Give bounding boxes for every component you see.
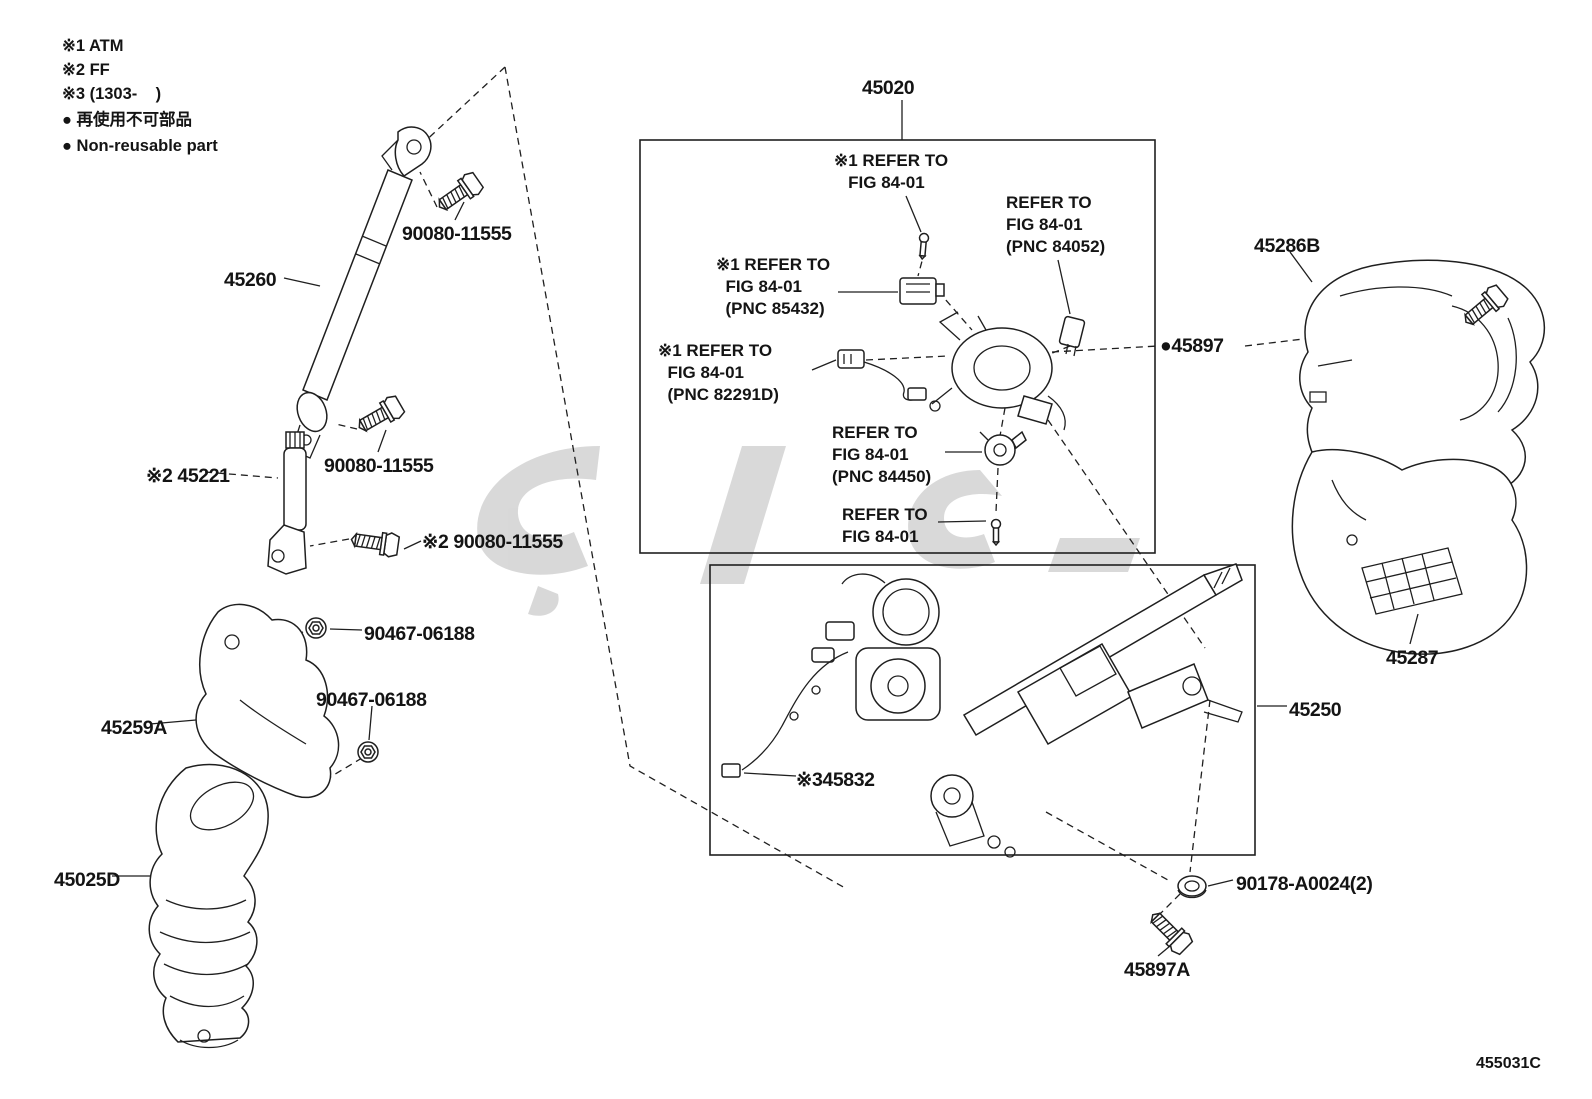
part-label-45897A: 45897A — [1124, 959, 1190, 981]
legend-item-atm: ※1 ATM — [62, 37, 124, 55]
wire-harness-45832 — [721, 651, 849, 778]
part-label-45260: 45260 — [224, 269, 277, 291]
part-label-90080-upper: 90080-11555 — [402, 223, 512, 245]
legend-item-nonreusable-jp: ● 再使用不可部品 — [62, 111, 193, 129]
upper-column-cover-45286B — [1299, 259, 1546, 498]
column-hole-cover-plate — [195, 603, 340, 799]
ignition-parts-box — [639, 139, 1156, 554]
ignition-lock-housing — [929, 311, 1066, 431]
key-cylinder-wire-82291D — [837, 349, 927, 401]
refer-note-85432: ※1 REFER TO FIG 84-01 (PNC 85432) — [716, 255, 831, 319]
intermediate-shaft — [291, 126, 432, 459]
bolt-90080-lower — [349, 526, 401, 559]
nut-90467-upper — [305, 617, 327, 639]
label-leader-lines — [112, 100, 1419, 957]
part-label-45286B: 45286B — [1254, 235, 1320, 257]
lower-steering-shaft — [267, 431, 307, 575]
bolt-45897A — [1143, 905, 1196, 958]
refer-note-screw: REFER TO FIG 84-01 — [842, 505, 928, 547]
legend-item-nonreusable-en: ● Non-reusable part — [62, 137, 218, 155]
ignition-switch-screw-icon — [990, 518, 1002, 546]
watermark-logo — [477, 446, 1140, 616]
part-label-90467-lower: 90467-06188 — [316, 689, 427, 711]
part-label-45287: 45287 — [1386, 647, 1439, 669]
refer-note-ignition-top: ※1 REFER TO FIG 84-01 — [834, 151, 949, 193]
legend-item-date: ※3 (1303- ) — [62, 85, 162, 103]
legend-item-ff: ※2 FF — [62, 61, 110, 79]
bolt-90080-upper — [431, 169, 486, 218]
refer-note-82291D: ※1 REFER TO FIG 84-01 (PNC 82291D) — [658, 341, 779, 405]
transponder-amplifier-85432 — [899, 277, 945, 305]
column-assembly-box — [709, 564, 1256, 856]
part-label-45020: 45020 — [862, 77, 915, 99]
refer-note-84450: REFER TO FIG 84-01 (PNC 84450) — [832, 423, 932, 487]
part-label-45897: ●45897 — [1160, 335, 1224, 357]
bolt-90080-middle — [352, 392, 407, 439]
figure-code: 455031C — [1476, 1055, 1541, 1072]
refer-note-84052: REFER TO FIG 84-01 (PNC 84052) — [1006, 193, 1106, 257]
part-label-45221: ※2 45221 — [146, 465, 230, 487]
part-label-45250: 45250 — [1289, 699, 1342, 721]
part-label-45259A: 45259A — [101, 717, 167, 739]
part-label-90080-middle: 90080-11555 — [324, 455, 434, 477]
lower-column-cover-45287 — [1291, 449, 1528, 655]
nut-90178 — [1177, 875, 1207, 899]
ignition-lock-housing-group — [837, 232, 1086, 546]
ignition-switch-84450 — [979, 430, 1027, 466]
part-label-45832: ※345832 — [796, 769, 875, 791]
small-screw-icon — [916, 232, 930, 261]
part-label-90467-upper: 90467-06188 — [364, 623, 475, 645]
steering-column-assembly — [721, 563, 1243, 858]
part-label-45025D: 45025D — [54, 869, 120, 891]
part-label-90178: 90178-A0024(2) — [1236, 873, 1373, 895]
nut-90467-lower — [357, 741, 379, 763]
part-label-90080-lower: ※2 90080-11555 — [422, 531, 563, 553]
column-hole-cover-boot — [148, 763, 269, 1049]
key-unlock-warning-switch-84052 — [1058, 315, 1086, 357]
